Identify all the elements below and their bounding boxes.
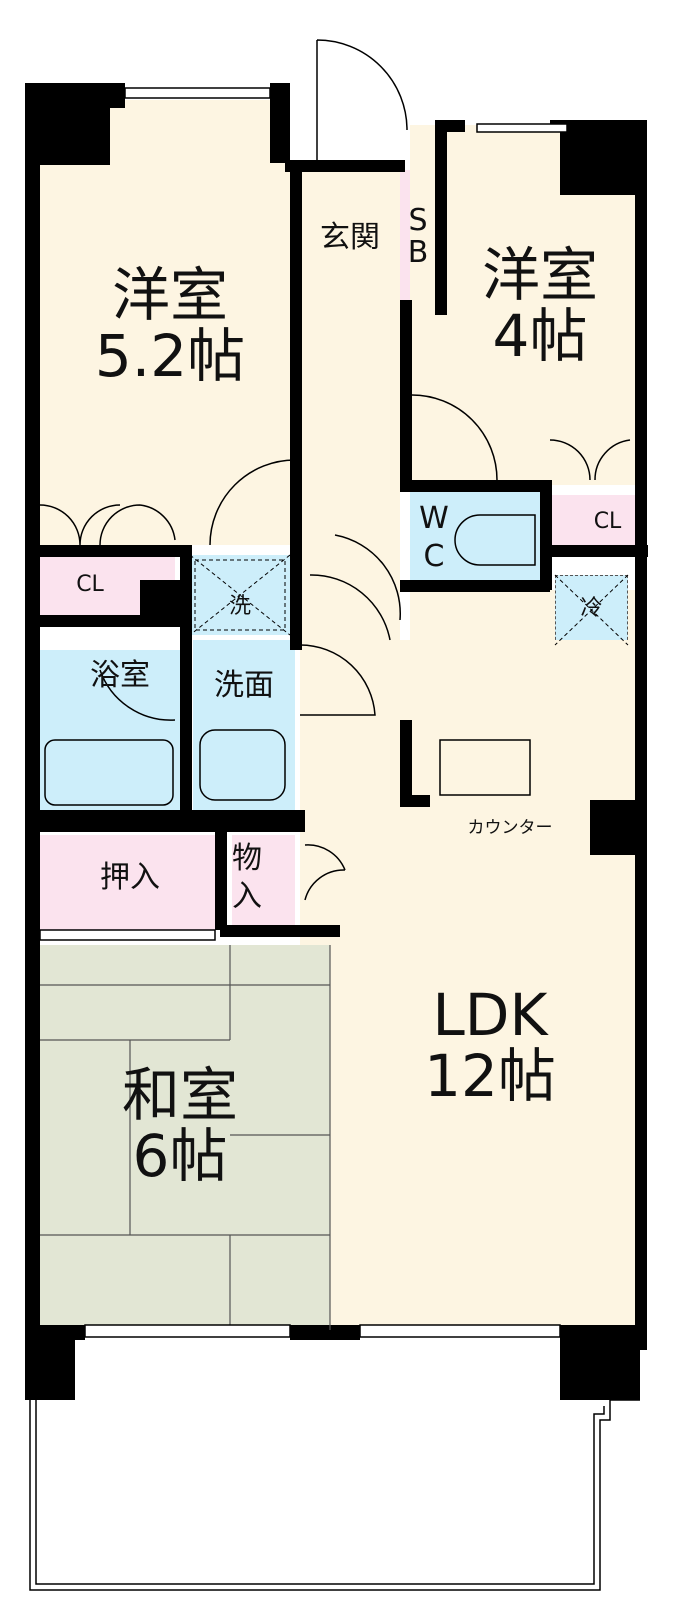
entrance-label: 玄関 xyxy=(320,220,380,255)
shoe-box-label: SB xyxy=(407,203,429,270)
room-name: 洋室 xyxy=(481,241,598,309)
toilet-label: WC xyxy=(419,501,449,574)
storage xyxy=(232,835,295,930)
closet-right-label: CL xyxy=(593,509,622,534)
japanese-room xyxy=(40,945,330,1330)
oshiire xyxy=(40,835,220,930)
ldk xyxy=(300,640,635,1330)
room-name: LDK xyxy=(432,981,548,1049)
room-name: 和室 xyxy=(121,1061,238,1129)
fridge-label: 冷 xyxy=(580,596,603,621)
closet-left-label: CL xyxy=(76,572,104,597)
room-name: 洋室 xyxy=(111,261,228,329)
western-room-1 xyxy=(40,100,290,545)
washroom-label: 洗面 xyxy=(214,668,274,703)
washer-label: 洗 xyxy=(228,594,251,619)
oshiire-label: 押入 xyxy=(100,860,160,895)
room-size: 5.2帖 xyxy=(94,321,246,390)
closet-right xyxy=(548,495,635,545)
entrance-area xyxy=(300,160,400,640)
bathroom xyxy=(40,650,180,810)
pillar-counter xyxy=(590,800,640,855)
room-size: 6帖 xyxy=(132,1121,228,1190)
counter-label: カウンター xyxy=(467,818,553,838)
washroom xyxy=(193,640,295,810)
bath-label: 浴室 xyxy=(90,658,150,693)
room-size: 12帖 xyxy=(424,1041,556,1110)
storage-label: 物入 xyxy=(232,841,262,914)
counter xyxy=(425,800,590,855)
room-size: 4帖 xyxy=(492,301,588,370)
